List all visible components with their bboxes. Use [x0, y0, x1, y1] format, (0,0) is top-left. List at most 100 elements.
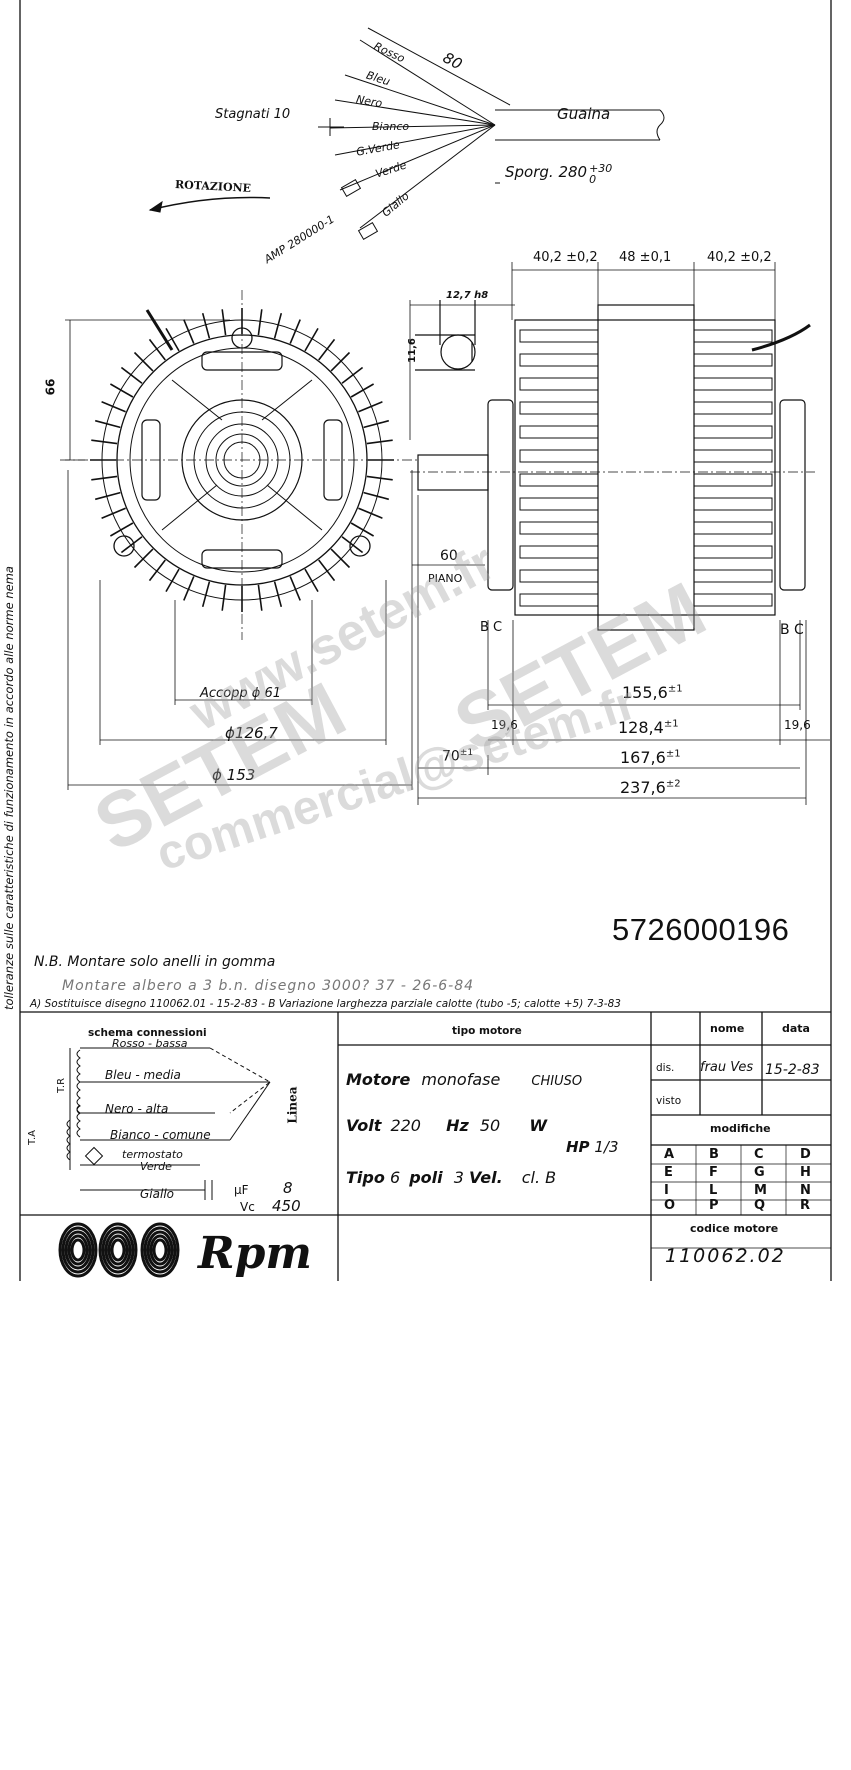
bc-left: B C [480, 620, 503, 635]
fin [363, 491, 390, 501]
fin [318, 559, 336, 582]
tolerance-side-note: tolleranze sulle caratteristiche di funz… [2, 566, 16, 1010]
fin [133, 548, 154, 569]
modifica-d: D [800, 1147, 811, 1162]
logo-coil [61, 1226, 95, 1274]
side-fin [693, 377, 773, 391]
fin [366, 475, 393, 481]
fin [358, 401, 383, 413]
dim-167: 167,6±1 [620, 748, 681, 767]
logo-coil [152, 1238, 168, 1262]
logo-coil [149, 1234, 171, 1266]
schema-bleu: Bleu - media [105, 1068, 181, 1082]
dis-signature: frau Ves [700, 1060, 754, 1075]
modifica-q: Q [754, 1198, 766, 1213]
sporg-value: Sporg. 280 [505, 163, 588, 181]
visto-label: visto [656, 1095, 682, 1107]
logo-coil [110, 1238, 126, 1262]
fin [257, 584, 263, 611]
fin [101, 401, 126, 413]
fin [165, 327, 180, 352]
fin [120, 536, 143, 554]
modifica-p: P [709, 1198, 719, 1213]
motore-row: Motore monofase CHIUSO [346, 1070, 583, 1089]
tipo-row: Tipo 6 poli 3 Vel. cl. B [346, 1168, 557, 1187]
schema-giallo: Giallo [140, 1187, 174, 1201]
side-fin [519, 401, 599, 415]
side-fin [693, 473, 773, 487]
fin [183, 319, 195, 344]
side-fin [519, 497, 599, 511]
key-height-dim: 11,6 [406, 338, 418, 363]
fin [221, 584, 227, 611]
dim-top-1: 40,2 ±0,2 [533, 250, 598, 265]
fin [318, 338, 336, 361]
schema-nero: Nero - alta [105, 1102, 169, 1116]
fin [366, 439, 393, 445]
codice-value: 110062.02 [665, 1245, 786, 1267]
side-fin [519, 521, 599, 535]
logo-coil [70, 1238, 86, 1262]
accopp-dim: Accopp ϕ 61 [200, 686, 282, 701]
volt-row: Volt 220 Hz 50 W [346, 1116, 547, 1135]
part-number: 5726000196 [612, 912, 790, 947]
rpm-logo-coils [58, 1222, 180, 1278]
dim-128: 128,4±1 [618, 718, 679, 737]
guaina-label: Guaina [557, 105, 611, 123]
side-fin [519, 473, 599, 487]
fin [221, 309, 227, 336]
schema-bianco: Bianco - comune [110, 1128, 211, 1142]
fin [273, 312, 283, 339]
wire-label-bianco: Bianco [372, 120, 410, 133]
note-nb: N.B. Montare solo anelli in gomma [34, 954, 276, 970]
data-header: data [782, 1022, 810, 1035]
dim-top-2: 48 ±0,1 [619, 250, 672, 265]
schema-tr: T.R [56, 1077, 68, 1094]
stagnati-label: Stagnati 10 [215, 107, 291, 122]
logo-coil [64, 1230, 92, 1270]
dis-date: 15-2-83 [765, 1062, 820, 1078]
modifica-e: E [664, 1165, 673, 1180]
modifica-c: C [754, 1147, 764, 1162]
fin [363, 419, 390, 429]
fin [341, 536, 364, 554]
modifica-g: G [754, 1165, 765, 1180]
logo-coil [107, 1234, 129, 1266]
schema-linea: Linea [285, 1086, 300, 1124]
schema-termostato: termostato [122, 1148, 183, 1161]
side-fin [519, 449, 599, 463]
d153-dim: ϕ 153 [212, 766, 256, 784]
fin [94, 419, 121, 429]
fin [304, 568, 319, 593]
side-fin [693, 521, 773, 535]
side-fin [693, 329, 773, 343]
modifica-o: O [664, 1198, 676, 1213]
note-revisions: A) Sostituisce disegno 110062.01 - 15-2-… [30, 998, 621, 1010]
capacitor-vc-value: 450 [272, 1197, 301, 1215]
fin [201, 581, 211, 608]
side-fin [519, 329, 599, 343]
brand-name: Rpm [198, 1228, 312, 1279]
dim-70: 70±1 [442, 748, 474, 765]
capacitor-uf-label: μF [234, 1183, 249, 1197]
nome-header: nome [710, 1022, 745, 1035]
side-fin [519, 353, 599, 367]
fin [341, 366, 364, 384]
schema-verde: Verde [140, 1160, 172, 1173]
dim-19-right: 19,6 [784, 718, 811, 732]
modifica-l: L [709, 1183, 718, 1198]
fin [257, 309, 263, 336]
dim-66: 66 [43, 378, 58, 396]
side-fin [519, 425, 599, 439]
fin [120, 366, 143, 384]
modifica-b: B [709, 1147, 719, 1162]
fin [358, 507, 383, 519]
modifica-r: R [800, 1198, 811, 1213]
tipo-motore-header: tipo motore [452, 1025, 522, 1037]
fin [183, 576, 195, 601]
fin [91, 439, 118, 445]
side-fin [693, 593, 773, 607]
fin [148, 559, 166, 582]
piano-label: PIANO [428, 572, 463, 585]
